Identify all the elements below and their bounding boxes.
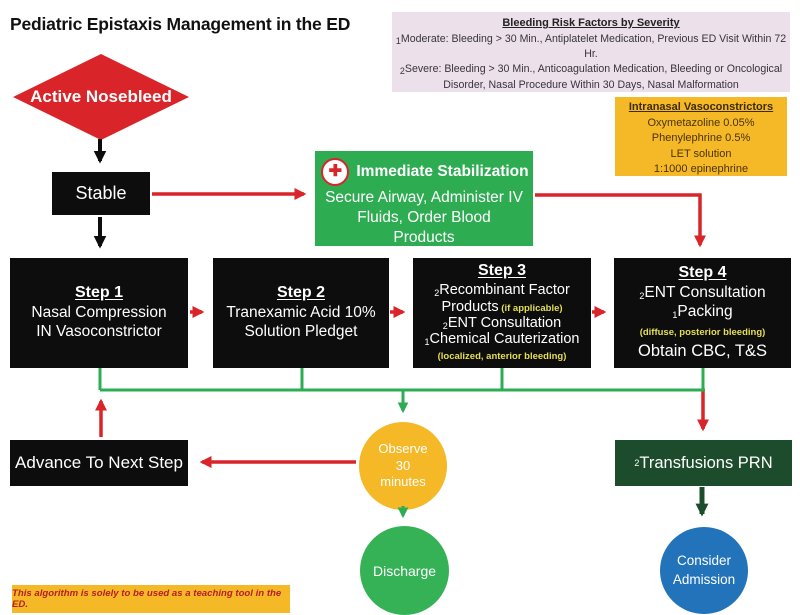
step-body: Tranexamic Acid 10%Solution Pledget: [215, 304, 387, 342]
node-label: Discharge: [372, 562, 437, 579]
risk-factors-box: Bleeding Risk Factors by Severity 1Moder…: [392, 12, 790, 92]
stabilization-header: ✚ Immediate Stabilization: [315, 158, 533, 186]
step-title: Step 4: [678, 264, 727, 282]
step-title: Step 3: [477, 262, 526, 280]
step-line: (localized, anterior bleeding): [437, 351, 567, 363]
severity-subscript: 1: [395, 35, 401, 46]
decision-label: Active Nosebleed: [30, 87, 172, 106]
risk-item-text: Moderate: Bleeding > 30 Min., Antiplatel…: [400, 32, 787, 61]
step-line: 2ENT Consultation: [442, 314, 562, 331]
step-line: Nasal Compression: [31, 304, 167, 322]
node-label: Advance To Next Step: [15, 453, 183, 472]
medical-cross-icon: ✚: [321, 158, 350, 186]
vaso-item: 1:1000 epinephrine: [653, 163, 749, 176]
node-consider-admission: Consider Admission: [660, 527, 748, 614]
vaso-item: Oxymetazoline 0.05%: [647, 116, 755, 129]
vaso-item: Phenylephrine 0.5%: [651, 132, 751, 145]
step-line: 1Packing: [672, 303, 733, 321]
risk-item-severe: 2Severe: Bleeding > 30 Min., Anticoagula…: [392, 62, 790, 93]
node-immediate-stabilization: ✚ Immediate Stabilization Secure Airway,…: [315, 151, 533, 246]
step-line: Tranexamic Acid 10%: [226, 304, 376, 322]
node-observe-30-minutes: Observe 30 minutes: [359, 422, 447, 510]
step-line: Obtain CBC, T&S: [638, 341, 767, 360]
step-line: (diffuse, posterior bleeding): [639, 327, 766, 338]
node-label: Stable: [75, 183, 127, 203]
node-discharge: Discharge: [360, 526, 449, 615]
stabilization-title: Immediate Stabilization: [356, 163, 529, 180]
observe-line: Observe: [378, 440, 428, 456]
decision-active-nosebleed: Active Nosebleed: [13, 54, 189, 140]
admission-line: Consider: [676, 553, 732, 569]
disclaimer-note: This algorithm is solely to be used as a…: [12, 585, 290, 613]
stabilization-body: Secure Airway, Administer IV Fluids, Ord…: [325, 189, 523, 246]
step-line: 2ENT Consultation: [639, 284, 766, 302]
page-title: Pediatric Epistaxis Management in the ED: [10, 14, 351, 34]
step-line: 2Recombinant Factor: [434, 282, 570, 299]
vasoconstrictors-title: Intranasal Vasoconstrictors: [628, 101, 774, 113]
disclaimer-text: This algorithm is solely to be used as a…: [12, 588, 282, 610]
step-line: IN Vasoconstrictor: [36, 323, 162, 340]
vaso-item: LET solution: [670, 147, 732, 160]
risk-item-moderate: 1Moderate: Bleeding > 30 Min., Antiplate…: [392, 32, 790, 63]
severity-subscript: 2: [399, 66, 405, 77]
step-line: 1Chemical Cauterization: [424, 331, 580, 348]
vasoconstrictors-box: Intranasal Vasoconstrictors Oxymetazolin…: [615, 97, 787, 176]
severity-subscript: 2: [634, 458, 640, 468]
risk-factors-title: Bleeding Risk Factors by Severity: [502, 17, 680, 29]
step-title: Step 1: [74, 284, 123, 302]
risk-item-text: Severe: Bleeding > 30 Min., Anticoagulat…: [404, 63, 783, 92]
step-line: Solution Pledget: [244, 323, 358, 340]
admission-line: Admission: [672, 571, 736, 587]
step-box-2: Step 2 Tranexamic Acid 10%Solution Pledg…: [213, 258, 389, 368]
observe-line: 30: [395, 457, 411, 473]
observe-line: minutes: [380, 474, 426, 490]
node-stable: Stable: [52, 172, 150, 215]
step-title: Step 2: [276, 284, 325, 302]
node-advance-next-step: Advance To Next Step: [10, 440, 188, 486]
node-label: Transfusions PRN: [639, 453, 773, 472]
step-line: Products (if applicable): [441, 298, 563, 315]
